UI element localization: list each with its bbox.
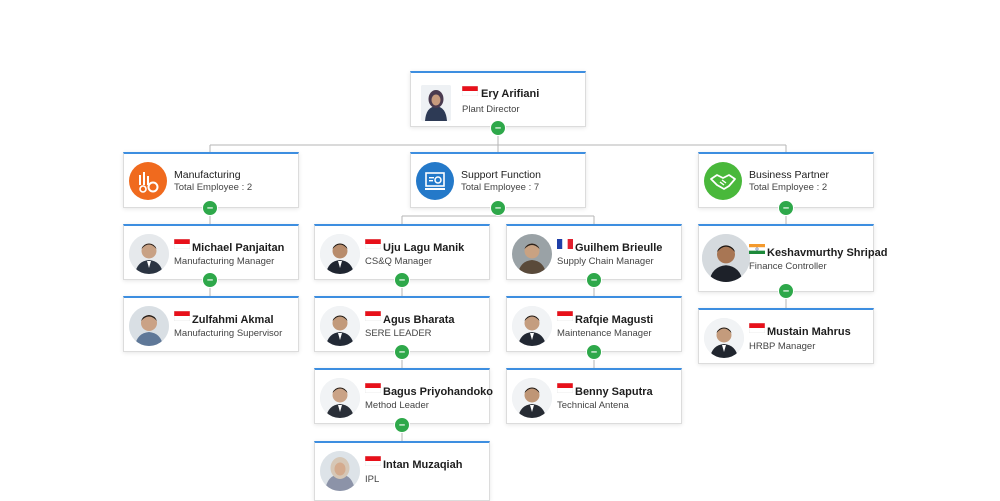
france-flag-icon xyxy=(557,239,573,249)
person-title: CS&Q Manager xyxy=(365,256,433,267)
avatar xyxy=(702,234,750,282)
manufacturing-icon xyxy=(129,162,167,200)
org-node-person[interactable]: Guilhem Brieulle Supply Chain Manager xyxy=(506,224,682,280)
person-title: Method Leader xyxy=(365,400,429,411)
org-node-person[interactable]: Agus Bharata SERE LEADER xyxy=(314,296,490,352)
person-name: Intan Muzaqiah xyxy=(383,459,463,471)
collapse-toggle[interactable]: – xyxy=(778,200,794,216)
person-name: Mustain Mahrus xyxy=(767,326,851,338)
collapse-toggle[interactable]: – xyxy=(490,200,506,216)
avatar xyxy=(320,378,360,418)
avatar xyxy=(320,234,360,274)
indonesia-flag-icon xyxy=(365,456,381,466)
org-node-person[interactable]: Michael Panjaitan Manufacturing Manager xyxy=(123,224,299,280)
person-title: Plant Director xyxy=(462,104,520,115)
indonesia-flag-icon xyxy=(365,239,381,249)
avatar xyxy=(512,306,552,346)
indonesia-flag-icon xyxy=(557,383,573,393)
collapse-toggle[interactable]: – xyxy=(586,272,602,288)
person-title: Manufacturing Manager xyxy=(174,256,275,267)
department-name: Support Function xyxy=(461,169,541,181)
person-title: Manufacturing Supervisor xyxy=(174,328,283,339)
person-name: Uju Lagu Manik xyxy=(383,242,465,254)
avatar xyxy=(421,85,451,121)
support-function-icon xyxy=(416,162,454,200)
department-name: Manufacturing xyxy=(174,169,241,181)
org-node-person[interactable]: Uju Lagu Manik CS&Q Manager xyxy=(314,224,490,280)
person-title: Finance Controller xyxy=(749,261,827,272)
indonesia-flag-icon xyxy=(462,86,478,96)
department-name: Business Partner xyxy=(749,169,829,181)
person-title: SERE LEADER xyxy=(365,328,432,339)
person-name: Ery Arifiani xyxy=(481,88,540,100)
org-node-person[interactable]: Keshavmurthy Shripad Finance Controller xyxy=(698,224,887,292)
collapse-toggle[interactable]: – xyxy=(394,417,410,433)
avatar xyxy=(512,234,552,274)
person-title: Technical Antena xyxy=(557,400,629,411)
person-title: Supply Chain Manager xyxy=(557,256,654,267)
indonesia-flag-icon xyxy=(365,311,381,321)
org-node-support-function[interactable]: Support Function Total Employee : 7 xyxy=(410,152,586,208)
indonesia-flag-icon xyxy=(557,311,573,321)
department-total: Total Employee : 2 xyxy=(749,182,828,193)
avatar xyxy=(512,378,552,418)
person-title: IPL xyxy=(365,474,380,485)
indonesia-flag-icon xyxy=(365,383,381,393)
avatar xyxy=(129,234,169,274)
person-title: HRBP Manager xyxy=(749,341,816,352)
avatar xyxy=(129,306,169,346)
indonesia-flag-icon xyxy=(174,239,190,249)
person-name: Rafqie Magusti xyxy=(575,314,654,326)
person-name: Bagus Priyohandoko xyxy=(383,386,494,398)
collapse-toggle[interactable]: – xyxy=(778,283,794,299)
avatar xyxy=(704,318,744,358)
collapse-toggle[interactable]: – xyxy=(394,344,410,360)
org-node-plant-director[interactable]: Ery Arifiani Plant Director xyxy=(410,71,586,127)
org-node-person[interactable]: Benny Saputra Technical Antena xyxy=(506,368,682,424)
org-node-manufacturing[interactable]: Manufacturing Total Employee : 2 xyxy=(123,152,299,208)
department-total: Total Employee : 7 xyxy=(461,182,540,193)
collapse-toggle[interactable]: – xyxy=(394,272,410,288)
org-node-person[interactable]: Zulfahmi Akmal Manufacturing Supervisor xyxy=(123,296,299,352)
person-name: Benny Saputra xyxy=(575,386,653,398)
handshake-icon xyxy=(704,162,742,200)
avatar xyxy=(320,451,360,491)
collapse-toggle[interactable]: – xyxy=(586,344,602,360)
department-total: Total Employee : 2 xyxy=(174,182,253,193)
org-node-person[interactable]: Rafqie Magusti Maintenance Manager xyxy=(506,296,682,352)
avatar xyxy=(320,306,360,346)
org-node-person[interactable]: Bagus Priyohandoko Method Leader xyxy=(314,368,494,424)
person-name: Keshavmurthy Shripad xyxy=(767,247,888,259)
indonesia-flag-icon xyxy=(174,311,190,321)
org-node-person[interactable]: Intan Muzaqiah IPL xyxy=(314,441,490,501)
org-node-person[interactable]: Mustain Mahrus HRBP Manager xyxy=(698,308,874,364)
indonesia-flag-icon xyxy=(749,323,765,333)
person-name: Zulfahmi Akmal xyxy=(192,314,274,326)
person-name: Agus Bharata xyxy=(383,314,455,326)
collapse-toggle[interactable]: – xyxy=(202,272,218,288)
india-flag-icon xyxy=(749,244,765,254)
org-node-business-partner[interactable]: Business Partner Total Employee : 2 xyxy=(698,152,874,208)
person-title: Maintenance Manager xyxy=(557,328,652,339)
collapse-toggle[interactable]: – xyxy=(202,200,218,216)
person-name: Guilhem Brieulle xyxy=(575,242,663,254)
person-name: Michael Panjaitan xyxy=(192,242,285,254)
collapse-toggle[interactable]: – xyxy=(490,120,506,136)
